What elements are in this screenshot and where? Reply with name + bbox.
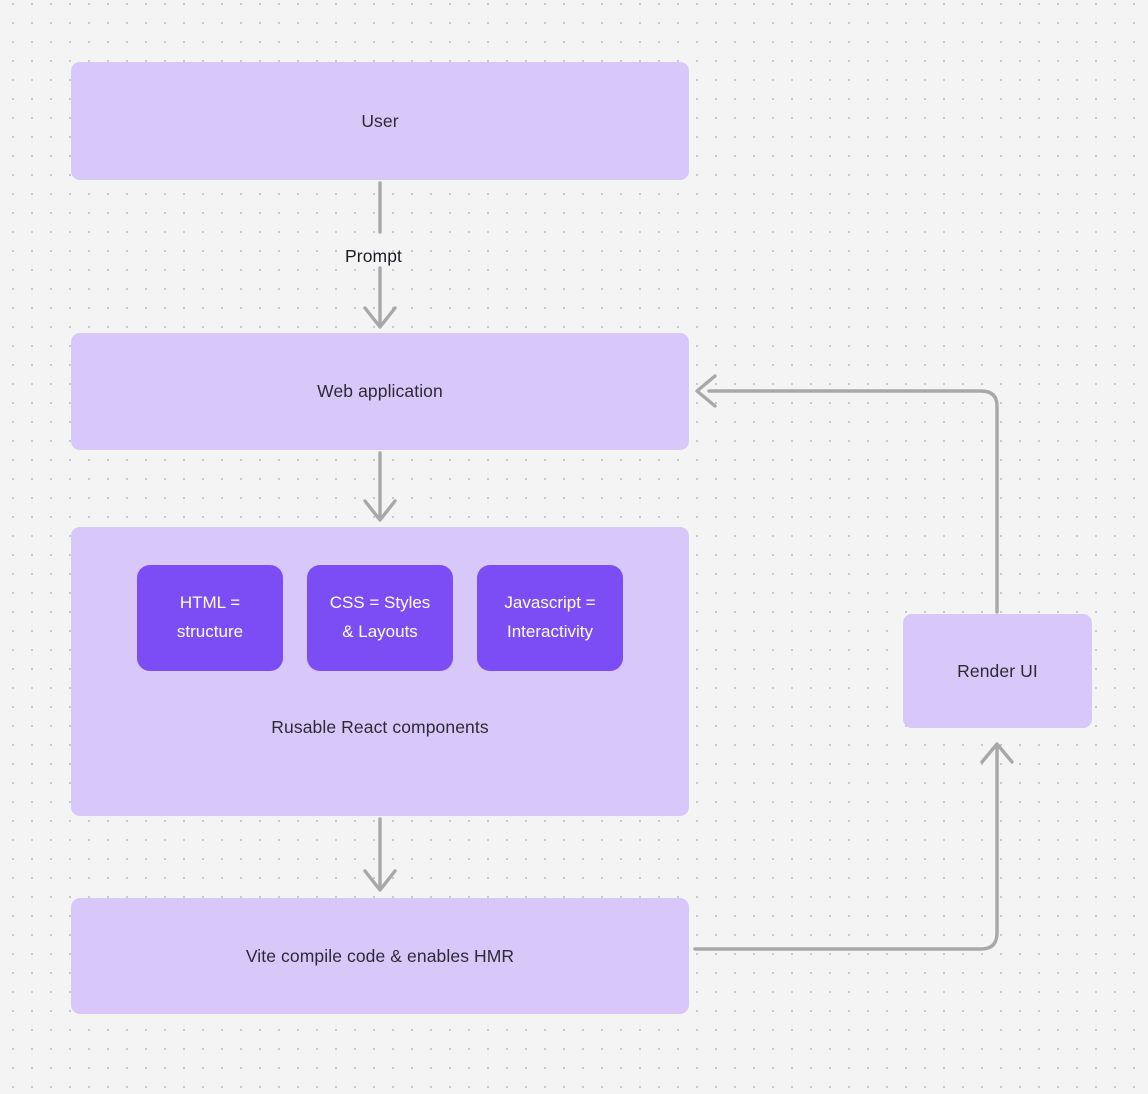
edge-label-prompt: Prompt bbox=[345, 246, 403, 266]
components-group-caption: Rusable React components bbox=[271, 717, 489, 737]
chip-row: HTML = structure CSS = Styles & Layouts … bbox=[71, 565, 689, 671]
chip-html-label: HTML = structure bbox=[176, 593, 244, 641]
chip-javascript-label: Javascript = Interactivity bbox=[504, 593, 596, 641]
chip-css-label: CSS = Styles & Layouts bbox=[329, 593, 431, 641]
node-vite-label: Vite compile code & enables HMR bbox=[245, 945, 515, 966]
node-web-application[interactable]: Web application bbox=[71, 333, 689, 450]
chip-html[interactable]: HTML = structure bbox=[137, 565, 283, 671]
chip-javascript[interactable]: Javascript = Interactivity bbox=[477, 565, 623, 671]
node-render-ui-label: Render UI bbox=[957, 660, 1038, 681]
node-components-group[interactable]: HTML = structure CSS = Styles & Layouts … bbox=[71, 527, 689, 816]
node-vite[interactable]: Vite compile code & enables HMR bbox=[71, 898, 689, 1014]
node-render-ui[interactable]: Render UI bbox=[903, 614, 1092, 728]
chip-css[interactable]: CSS = Styles & Layouts bbox=[307, 565, 453, 671]
node-user-label: User bbox=[361, 110, 399, 131]
node-web-application-label: Web application bbox=[317, 381, 443, 402]
node-user[interactable]: User bbox=[71, 62, 689, 180]
